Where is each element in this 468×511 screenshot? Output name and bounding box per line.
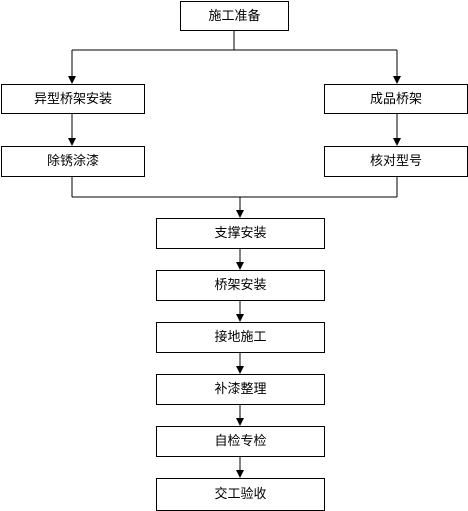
node-self-inspection: 自检专检 — [156, 426, 325, 457]
node-support-install: 支撑安装 — [156, 218, 325, 249]
node-construction-prep: 施工准备 — [180, 1, 289, 31]
node-label: 施工准备 — [208, 8, 261, 24]
node-handover-acceptance: 交工验收 — [156, 478, 325, 511]
node-label: 支撑安装 — [214, 226, 267, 241]
node-label: 自检专检 — [214, 434, 267, 449]
node-verify-model: 核对型号 — [324, 146, 468, 177]
node-label: 成品桥架 — [369, 91, 422, 107]
node-special-tray-install: 异型桥架安装 — [1, 84, 145, 114]
node-label: 核对型号 — [369, 154, 422, 169]
node-label: 异型桥架安装 — [33, 91, 112, 107]
node-label: 接地施工 — [214, 330, 267, 345]
node-grounding-work: 接地施工 — [156, 322, 325, 353]
node-label: 除锈涂漆 — [46, 154, 99, 169]
node-label: 交工验收 — [214, 487, 267, 502]
node-tray-install: 桥架安装 — [156, 270, 325, 301]
node-label: 桥架安装 — [214, 278, 267, 293]
node-derust-paint: 除锈涂漆 — [1, 146, 145, 177]
node-touch-up-paint: 补漆整理 — [156, 374, 325, 405]
node-label: 补漆整理 — [214, 382, 267, 397]
node-finished-tray: 成品桥架 — [324, 84, 468, 114]
